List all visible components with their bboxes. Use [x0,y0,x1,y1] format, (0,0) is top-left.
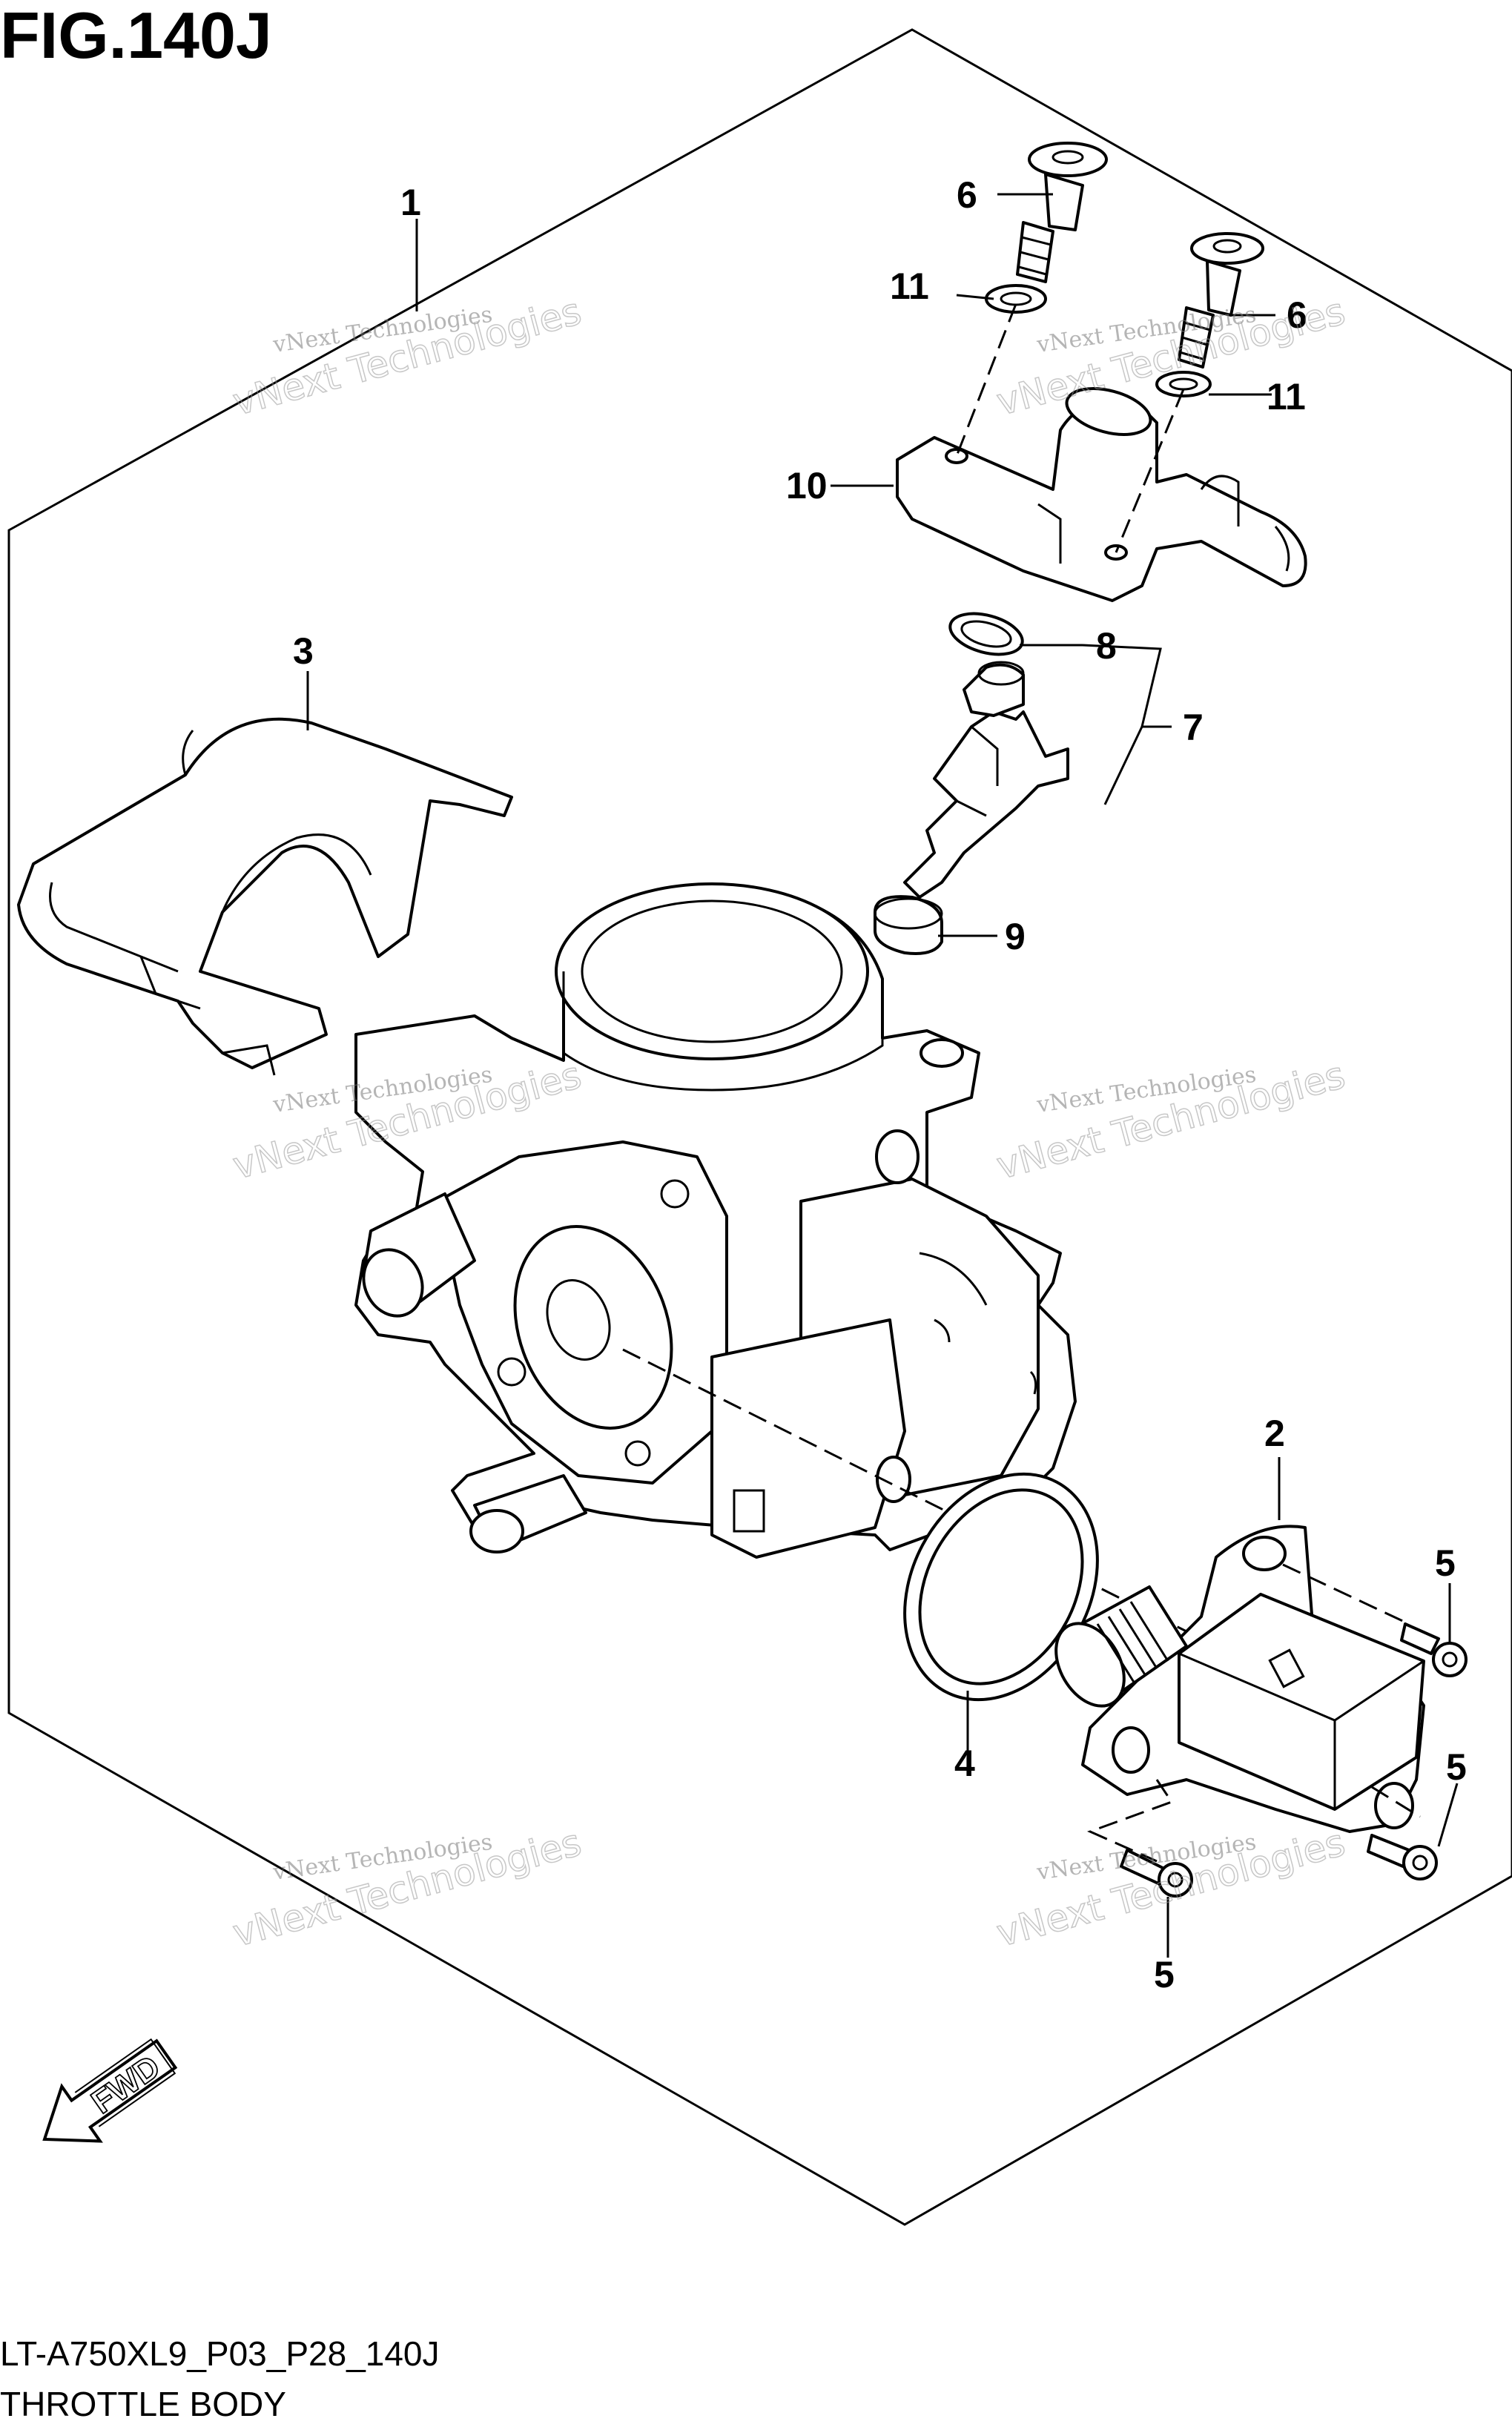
leader-lines [306,193,1459,1958]
callout-7: 7 [1183,707,1204,748]
figure-code: LT-A750XL9_P03_P28_140J [0,2334,440,2373]
part-11-washer-right [1155,371,1212,397]
callout-5-right: 5 [1446,1746,1467,1788]
part-5-screw-upper [1400,1622,1468,1677]
callout-5-lower: 5 [1154,1954,1175,1995]
part-10-delivery-pipe [896,387,1307,602]
callout-6-right: 6 [1287,294,1307,336]
callout-10: 10 [786,465,828,506]
callout-1: 1 [400,182,421,223]
callout-11-right: 11 [1267,376,1306,417]
figure-caption: THROTTLE BODY [0,2385,286,2423]
callout-9: 9 [1005,916,1026,957]
callout-5-upper: 5 [1435,1542,1456,1584]
callout-8: 8 [1096,625,1117,667]
part-9-spacer [874,895,943,955]
part-8-o-ring [948,612,1024,656]
assembly-line-bolt-right [1115,389,1185,553]
fwd-arrow: FWD [42,2038,178,2143]
watermark-bottom-left: vNext Technologies vNext Technologies [228,1820,586,1956]
part-3-bracket [17,717,513,1076]
callout-6-left: 6 [957,174,977,216]
callout-2: 2 [1264,1413,1285,1454]
assembly-frame [7,28,1512,2226]
callout-4: 4 [954,1743,975,1784]
part-6-bolt-left [1016,142,1108,283]
part-2-sensor [1054,1525,1425,1863]
figure-title: FIG.140J [0,0,272,72]
throttle-body-main [354,882,1202,1640]
part-4-gasket [903,1472,1099,1702]
part-7-injector [903,661,1069,899]
part-11-washer-left [985,284,1047,314]
watermark-mid-right: vNext Technologies vNext Technologies [991,1053,1350,1189]
part-5-screw-lower [1120,1849,1193,1898]
part-5-screw-right [1367,1834,1438,1880]
watermark-bottom-right: vNext Technologies vNext Technologies [991,1820,1350,1956]
callout-11-left: 11 [890,265,929,307]
callout-3: 3 [293,630,314,672]
